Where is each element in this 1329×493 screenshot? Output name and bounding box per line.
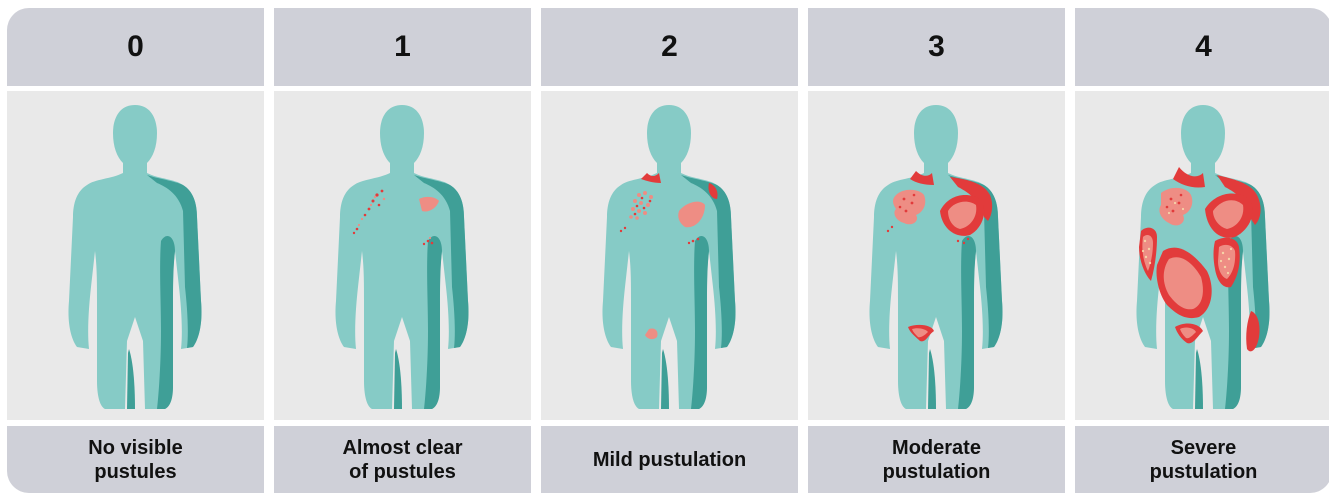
- body-illustration: [274, 91, 531, 420]
- severity-label-box: Mild pustulation: [541, 426, 798, 493]
- severity-label: Severe pustulation: [1150, 436, 1258, 484]
- figure-panel: [1075, 91, 1329, 420]
- body-illustration: [1075, 91, 1329, 420]
- body-illustration: [808, 91, 1065, 420]
- score-column-2: 2 M: [541, 8, 798, 493]
- body-illustration: [541, 91, 798, 420]
- figure-panel: [808, 91, 1065, 420]
- score-value: 0: [127, 30, 144, 64]
- figure-panel: [274, 91, 531, 420]
- figure-panel: [541, 91, 798, 420]
- score-value: 2: [661, 30, 678, 64]
- severity-label: Mild pustulation: [593, 448, 746, 472]
- score-column-0: 0 No visible pustules: [7, 8, 264, 493]
- severity-label-box: Moderate pustulation: [808, 426, 1065, 493]
- severity-label: No visible pustules: [88, 436, 182, 484]
- score-column-4: 4: [1075, 8, 1329, 493]
- score-header: 0: [7, 8, 264, 86]
- score-header: 1: [274, 8, 531, 86]
- score-value: 4: [1195, 30, 1212, 64]
- severity-label: Almost clear of pustules: [342, 436, 462, 484]
- figure-panel: [7, 91, 264, 420]
- body-illustration: [7, 91, 264, 420]
- score-value: 3: [928, 30, 945, 64]
- score-column-3: 3 Moderate pustulation: [808, 8, 1065, 493]
- severity-label-box: Severe pustulation: [1075, 426, 1329, 493]
- severity-label: Moderate pustulation: [883, 436, 991, 484]
- severity-label-box: Almost clear of pustules: [274, 426, 531, 493]
- score-column-1: 1 Almost clear of pustules: [274, 8, 531, 493]
- score-header: 2: [541, 8, 798, 86]
- score-header: 3: [808, 8, 1065, 86]
- severity-label-box: No visible pustules: [7, 426, 264, 493]
- score-header: 4: [1075, 8, 1329, 86]
- score-value: 1: [394, 30, 411, 64]
